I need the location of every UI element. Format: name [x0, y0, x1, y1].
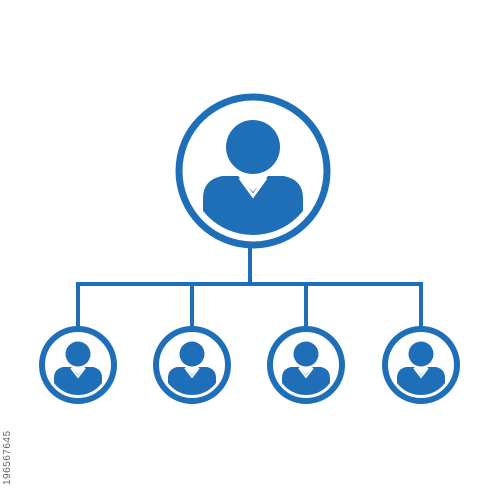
- child-node-3: [267, 326, 345, 404]
- child-node-2: [153, 326, 231, 404]
- child-node-1: [39, 326, 117, 404]
- root-node: [175, 93, 331, 249]
- root-node-ring: [175, 93, 331, 249]
- child-node-ring: [39, 326, 117, 404]
- person-icon: [168, 341, 216, 395]
- child-node-ring: [267, 326, 345, 404]
- child-node-ring: [382, 326, 460, 404]
- child-node-4: [382, 326, 460, 404]
- child-node-ring: [153, 326, 231, 404]
- person-icon: [203, 120, 303, 235]
- person-icon: [54, 341, 102, 395]
- person-icon: [282, 341, 330, 395]
- connector-lines: [76, 246, 423, 326]
- person-icon: [397, 341, 445, 395]
- stock-image-id: 196567645: [2, 430, 13, 485]
